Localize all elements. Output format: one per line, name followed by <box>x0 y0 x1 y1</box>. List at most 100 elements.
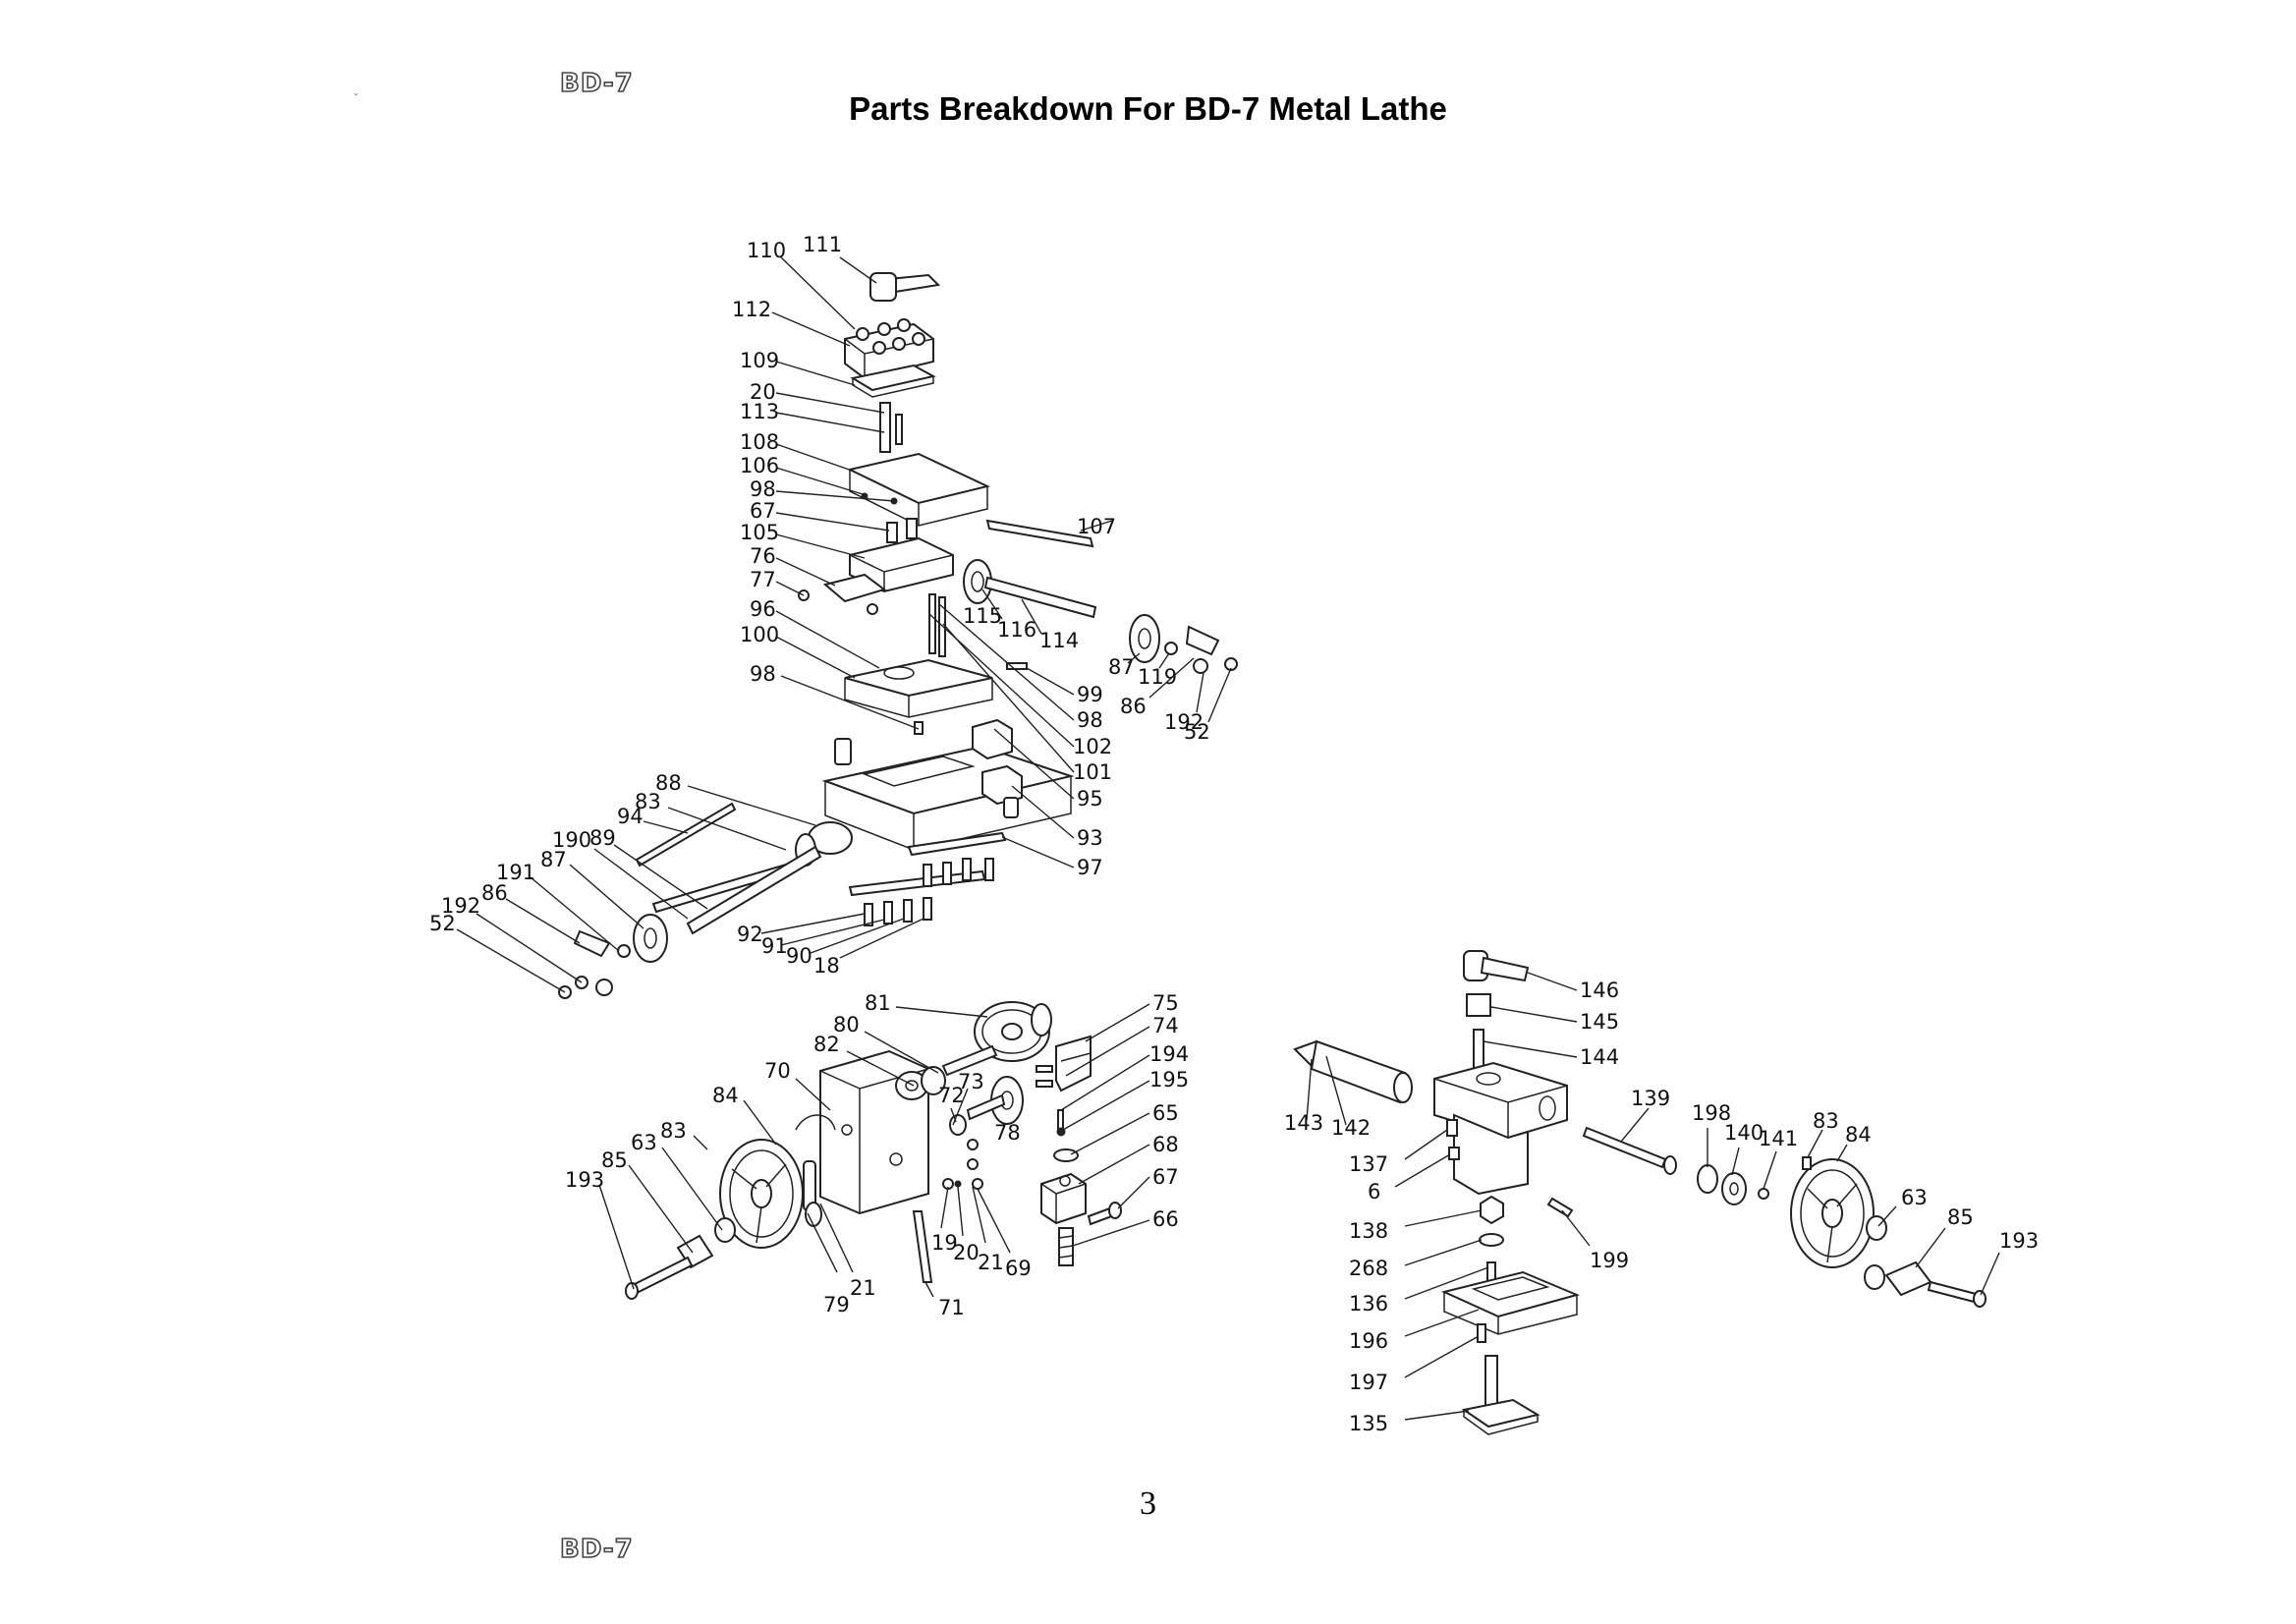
part-number-callout-87: 87 <box>1108 655 1135 679</box>
leader-line <box>628 1164 694 1254</box>
leader-line <box>456 928 566 993</box>
leader-line <box>1001 836 1075 868</box>
leader-line <box>780 919 885 946</box>
leader-line <box>940 1186 949 1229</box>
leader-line <box>476 913 583 983</box>
callouts-tailstock: 146 145 144 143 142 139 198 140 141 83 8… <box>1284 972 2039 1435</box>
part-number-callout-67: 67 <box>1152 1165 1179 1189</box>
part-number-callout-143: 143 <box>1284 1111 1323 1135</box>
leader-line <box>1078 1144 1150 1185</box>
part-number-callout-100: 100 <box>740 623 779 646</box>
leader-line <box>1483 1040 1578 1058</box>
part-number-callout-110: 110 <box>747 239 786 262</box>
leader-line <box>938 603 1075 721</box>
part-number-callout-87: 87 <box>540 848 567 871</box>
leader-line <box>775 361 856 386</box>
leader-line <box>1127 652 1141 664</box>
leader-line <box>687 785 816 826</box>
leader-line <box>1021 598 1042 635</box>
leader-line <box>505 898 581 944</box>
leader-line <box>1394 1153 1451 1188</box>
page-number: 3 <box>1140 1485 1156 1522</box>
part-number-callout-20: 20 <box>750 380 776 404</box>
part-number-callout-85: 85 <box>601 1148 628 1172</box>
part-number-callout-6: 6 <box>1368 1180 1380 1204</box>
callouts-compound: 111 110 112 109 20 113 108 106 98 67 105… <box>732 233 1232 879</box>
leader-line <box>1011 785 1075 839</box>
leader-line <box>1070 1112 1150 1155</box>
leader-line <box>1807 1129 1823 1158</box>
leader-line <box>1404 1335 1480 1378</box>
part-number-callout-70: 70 <box>764 1059 791 1083</box>
part-number-callout-76: 76 <box>750 544 776 568</box>
leader-line <box>1404 1266 1489 1300</box>
leader-line <box>1404 1209 1483 1227</box>
part-number-callout-199: 199 <box>1590 1249 1629 1272</box>
part-number-callout-63: 63 <box>1901 1186 1928 1209</box>
part-number-callout-190: 190 <box>552 828 591 852</box>
part-number-callout-79: 79 <box>823 1293 850 1316</box>
part-number-callout-107: 107 <box>1077 515 1116 538</box>
leader-line <box>1080 520 1113 532</box>
leader-line <box>771 311 851 347</box>
leader-line <box>839 256 877 284</box>
part-number-callout-85: 85 <box>1947 1205 1974 1229</box>
leader-line <box>1325 1055 1347 1126</box>
leader-line <box>1026 667 1075 696</box>
part-number-callout-74: 74 <box>1152 1014 1179 1037</box>
part-number-callout-98: 98 <box>1077 708 1103 732</box>
leader-line <box>1561 1209 1591 1247</box>
part-number-callout-73: 73 <box>958 1070 984 1093</box>
part-number-callout-193: 193 <box>1999 1229 2039 1253</box>
leader-line <box>981 588 1003 620</box>
callouts-apron: 81 80 82 70 72 73 84 83 63 85 193 78 75 … <box>565 991 1189 1319</box>
leader-line <box>593 848 689 920</box>
part-number-callout-89: 89 <box>589 826 616 850</box>
leader-line <box>1085 1003 1150 1042</box>
part-number-callout-72: 72 <box>938 1084 965 1107</box>
leader-line <box>613 844 708 910</box>
part-number-callout-105: 105 <box>740 521 779 544</box>
part-number-callout-80: 80 <box>833 1013 860 1036</box>
leader-line <box>775 533 866 559</box>
leader-line <box>977 1188 1011 1254</box>
part-number-callout-90: 90 <box>786 944 812 968</box>
leader-line <box>1527 972 1578 991</box>
brand-logo-top: BD-7 <box>559 68 634 99</box>
leader-line <box>775 443 856 473</box>
part-number-callout-113: 113 <box>740 400 779 423</box>
part-number-callout-69: 69 <box>1005 1257 1032 1280</box>
leader-line <box>775 581 805 596</box>
part-number-callout-21: 21 <box>850 1276 876 1300</box>
part-number-callout-99: 99 <box>1077 683 1103 706</box>
part-number-callout-142: 142 <box>1331 1116 1371 1140</box>
leader-line <box>775 636 856 679</box>
leader-line <box>1148 657 1195 699</box>
part-number-callout-192: 192 <box>441 894 480 918</box>
part-number-callout-65: 65 <box>1152 1101 1179 1125</box>
part-number-callout-139: 139 <box>1631 1087 1670 1110</box>
part-number-callout-52: 52 <box>429 912 456 935</box>
leader-line <box>993 728 1075 800</box>
leader-line <box>775 392 885 414</box>
leader-line <box>795 1078 831 1111</box>
leader-line <box>1490 1006 1578 1023</box>
leader-line <box>743 1099 777 1146</box>
part-number-callout-196: 196 <box>1349 1329 1388 1353</box>
part-number-callout-98: 98 <box>750 477 776 501</box>
part-number-callout-191: 191 <box>496 861 535 884</box>
part-number-callout-68: 68 <box>1152 1133 1179 1156</box>
part-number-callout-92: 92 <box>737 923 763 946</box>
leader-line <box>1306 1058 1313 1121</box>
leader-line <box>693 1135 708 1150</box>
part-number-callout-136: 136 <box>1349 1292 1388 1316</box>
part-number-callout-83: 83 <box>635 790 661 813</box>
tool-post-group <box>558 272 1238 999</box>
part-number-callout-21: 21 <box>978 1251 1004 1274</box>
part-number-callout-91: 91 <box>761 934 788 958</box>
leader-line <box>1836 1144 1848 1162</box>
leader-line <box>1072 1219 1150 1247</box>
part-number-callout-19: 19 <box>931 1231 958 1255</box>
brand-logo-bottom: BD-7 <box>559 1534 634 1565</box>
part-number-callout-20: 20 <box>953 1241 980 1264</box>
